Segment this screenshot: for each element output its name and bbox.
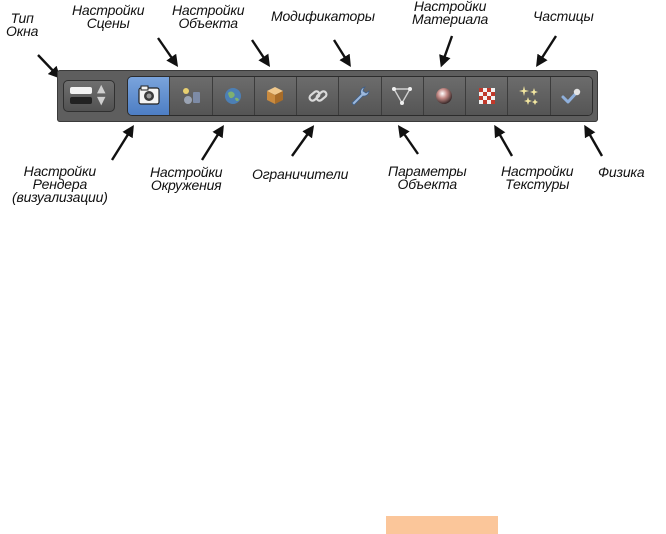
arrow-render <box>110 124 134 161</box>
checker-texture-icon <box>478 88 495 104</box>
arrow-modifiers <box>332 39 351 68</box>
tab-world[interactable] <box>212 77 255 115</box>
arrow-object <box>251 39 270 67</box>
tab-render[interactable] <box>128 77 171 115</box>
label-texture-settings: Настройки Текстуры <box>501 163 574 192</box>
tab-scene[interactable] <box>170 77 213 115</box>
camera-icon <box>138 85 160 105</box>
label-object-data: Параметры Объекта <box>388 163 467 192</box>
chain-link-icon <box>308 90 328 102</box>
label-world-settings: Настройки Окружения <box>150 164 223 193</box>
arrow-scene <box>157 37 179 67</box>
label-render-settings: Настройки Рендера (визуализации) <box>12 163 108 205</box>
arrow-texture <box>494 124 514 157</box>
physics-icon <box>561 88 581 104</box>
arrow-material <box>439 35 454 68</box>
arrow-object-data <box>397 125 419 155</box>
editor-type-button[interactable]: ▲▼ <box>63 80 115 112</box>
highlight-bar <box>386 516 498 534</box>
world-icon <box>225 88 242 104</box>
object-cube-icon <box>267 87 284 104</box>
wrench-icon <box>351 86 370 106</box>
scene-icon <box>182 88 200 104</box>
label-particles: Частицы <box>533 8 594 24</box>
arrow-physics <box>584 124 604 157</box>
label-material-settings: Настройки Материала <box>412 0 489 27</box>
label-scene-settings: Настройки Сцены <box>72 2 145 31</box>
label-object-settings: Настройки Объекта <box>172 2 245 31</box>
context-tabs <box>127 76 593 116</box>
label-window-type: Тип Окна <box>6 10 39 39</box>
tab-material[interactable] <box>423 77 467 115</box>
label-physics: Физика <box>598 164 645 180</box>
properties-header-toolbar: ▲▼ <box>57 70 598 122</box>
tab-texture[interactable] <box>466 77 509 115</box>
tab-object[interactable] <box>254 77 298 115</box>
editor-type-icon <box>70 87 92 94</box>
particles-sparkle-icon <box>519 86 539 105</box>
mesh-triangle-icon <box>392 87 413 105</box>
arrow-window-type <box>37 54 61 79</box>
tab-constraints[interactable] <box>297 77 340 115</box>
tab-modifiers[interactable] <box>339 77 382 115</box>
label-constraints: Ограничители <box>252 166 349 182</box>
tab-object-data[interactable] <box>381 77 424 115</box>
tab-particles[interactable] <box>508 77 551 115</box>
arrow-particles <box>536 35 558 68</box>
material-sphere-icon <box>436 88 453 104</box>
tab-physics[interactable] <box>550 77 592 115</box>
editor-type-icon-lower <box>70 97 92 104</box>
arrow-constraints <box>291 125 315 157</box>
arrow-world <box>200 124 224 161</box>
label-modifiers: Модификаторы <box>271 8 375 24</box>
up-down-arrows-icon: ▲▼ <box>97 82 106 107</box>
